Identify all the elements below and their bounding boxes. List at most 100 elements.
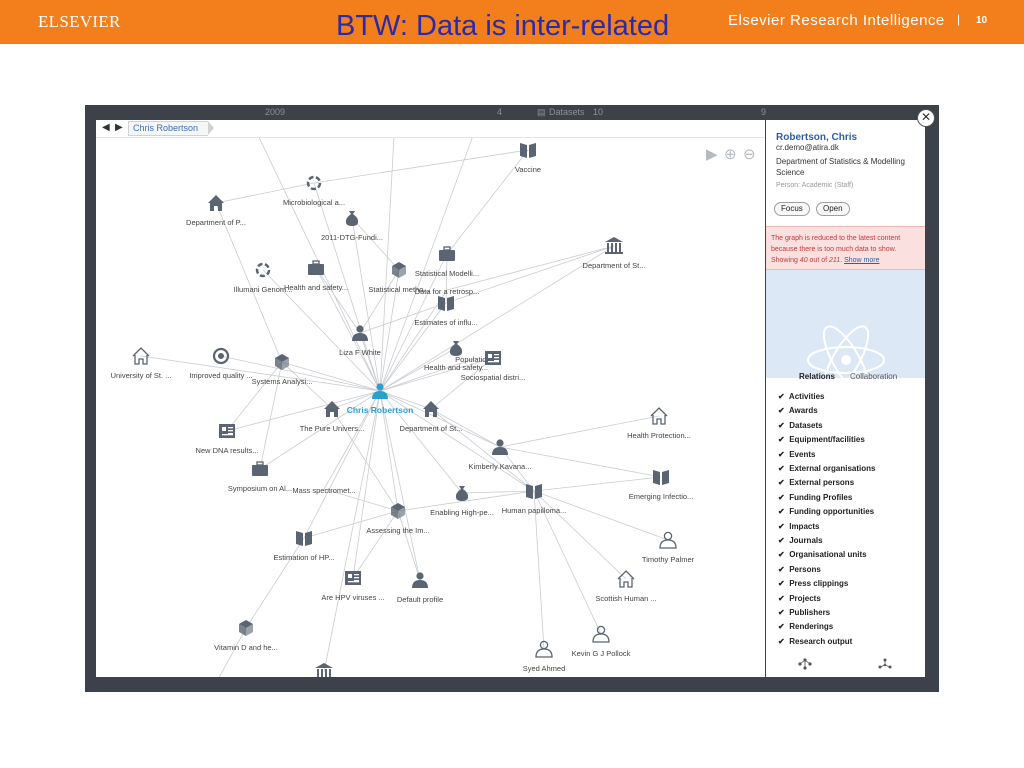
relation-checkbox[interactable]: ✔ Projects bbox=[778, 594, 821, 603]
slide-title: BTW: Data is inter-related bbox=[336, 10, 670, 42]
graph-node[interactable]: Assessing the Im... bbox=[366, 503, 430, 535]
relation-checkbox[interactable]: ✔ Impacts bbox=[778, 522, 819, 531]
close-panel-button[interactable]: ✕ bbox=[917, 109, 935, 127]
graph-node[interactable]: Mass spectromet... bbox=[292, 486, 355, 495]
relation-checkbox[interactable]: ✔ Persons bbox=[778, 565, 821, 574]
graph-node[interactable]: Vaccine bbox=[515, 143, 541, 174]
relation-tabs: Relations Collaboration bbox=[766, 372, 925, 384]
relation-checkbox[interactable]: ✔ Publishers bbox=[778, 608, 830, 617]
graph-node[interactable]: New DNA results... bbox=[196, 424, 259, 455]
graph-node[interactable]: Kevin G J Pollock bbox=[572, 625, 631, 658]
graph-node[interactable]: Health and safety... bbox=[424, 341, 488, 372]
relation-checkbox[interactable]: ✔ External organisations bbox=[778, 464, 875, 473]
node-label: Estimation of HP... bbox=[273, 553, 334, 562]
focus-button[interactable]: Focus bbox=[774, 202, 810, 216]
relation-checkbox[interactable]: ✔ Journals bbox=[778, 536, 823, 545]
graph-node[interactable]: Statistical Modelli... bbox=[415, 246, 479, 278]
graph-node[interactable]: The Pure Univers... bbox=[300, 401, 365, 433]
graph-node[interactable]: Vitamin D and he... bbox=[214, 620, 278, 652]
node-label: Health and safety... bbox=[424, 363, 488, 372]
node-label: Health and safety... bbox=[284, 283, 348, 292]
relation-checkbox[interactable]: ✔ Press clippings bbox=[778, 579, 848, 588]
graph-node[interactable]: Default profile bbox=[397, 572, 443, 604]
graph-node[interactable]: Syed Ahmed bbox=[523, 640, 566, 673]
graph-edge bbox=[379, 390, 535, 492]
graph-node[interactable]: Are HPV viruses ... bbox=[321, 571, 385, 602]
graph-node[interactable]: Estimates of influ... bbox=[414, 296, 478, 327]
graph-edge bbox=[379, 357, 494, 392]
graph-node[interactable] bbox=[315, 663, 333, 677]
nav-back-button[interactable]: ◀ bbox=[102, 122, 110, 133]
checkmark-icon: ✔ bbox=[778, 420, 785, 430]
graph-edge bbox=[430, 408, 535, 492]
graph-edge bbox=[331, 408, 399, 512]
breadcrumb-item[interactable]: Chris Robertson bbox=[128, 121, 215, 136]
graph-node[interactable]: Emerging Infectio... bbox=[629, 470, 694, 501]
relation-checkbox[interactable]: ✔ Funding opportunities bbox=[778, 507, 874, 516]
layout-network-icon[interactable] bbox=[878, 658, 892, 670]
graph-node[interactable]: 2011-DTG-Fundi... bbox=[321, 211, 383, 242]
node-label: 2011-DTG-Fundi... bbox=[321, 233, 383, 242]
node-label: Estimates of influ... bbox=[414, 318, 477, 327]
graph-node[interactable]: Human papilloma... bbox=[502, 484, 567, 515]
relation-checkbox[interactable]: ✔ Datasets bbox=[778, 421, 823, 430]
graph-edge bbox=[262, 269, 381, 392]
graph-node[interactable]: Statistical metho... bbox=[368, 262, 430, 294]
zoom-out-icon[interactable]: ⊖ bbox=[743, 146, 756, 163]
graph-edge bbox=[281, 361, 381, 392]
checkmark-icon: ✔ bbox=[778, 550, 785, 560]
graph-node[interactable]: Population h bbox=[455, 355, 497, 364]
graph-node[interactable]: Department of St... bbox=[583, 237, 646, 270]
graph-node[interactable]: Liza F White bbox=[339, 325, 381, 357]
timeline-strip: 2009 4 ▤ Datasets 10 9 bbox=[85, 105, 939, 120]
relation-checkbox[interactable]: ✔ Funding Profiles bbox=[778, 493, 852, 502]
graph-node[interactable]: Department of St... bbox=[400, 401, 463, 433]
briefcase-icon bbox=[252, 461, 268, 476]
relation-checkbox[interactable]: ✔ Research output bbox=[778, 637, 852, 646]
book-icon bbox=[653, 470, 669, 485]
node-label: Statistical Modelli... bbox=[415, 269, 479, 278]
person-name[interactable]: Robertson, Chris bbox=[776, 132, 858, 143]
graph-node[interactable]: Improved quality ... bbox=[189, 347, 253, 380]
graph-node[interactable]: Department of P... bbox=[186, 195, 246, 227]
graph-node[interactable]: Estimation of HP... bbox=[273, 531, 335, 562]
graph-node[interactable]: Health and safety... bbox=[284, 260, 348, 292]
graph-node[interactable]: Health Protection... bbox=[627, 407, 691, 440]
layout-tree-icon[interactable] bbox=[798, 658, 812, 670]
graph-node[interactable]: Data for a retrosp... bbox=[415, 287, 480, 296]
graph-node[interactable]: Symposium on Al... bbox=[228, 461, 292, 493]
graph-node[interactable]: Scottish Human ... bbox=[595, 570, 657, 603]
relation-checkbox[interactable]: ✔ Renderings bbox=[778, 622, 833, 631]
relation-checkbox[interactable]: ✔ Awards bbox=[778, 406, 818, 415]
show-more-link[interactable]: Show more bbox=[844, 257, 880, 264]
open-button[interactable]: Open bbox=[816, 202, 850, 216]
play-icon[interactable]: ▶ bbox=[706, 146, 718, 163]
graph-edge bbox=[379, 120, 396, 392]
graph-edge bbox=[430, 408, 501, 448]
graph-node[interactable]: Enabling High-pe... bbox=[430, 486, 494, 517]
relation-checkbox[interactable]: ✔ Equipment/facilities bbox=[778, 435, 865, 444]
graph-node[interactable]: Microbiological a... bbox=[283, 175, 345, 207]
relation-checkbox[interactable]: ✔ External persons bbox=[778, 478, 854, 487]
checkbox-label: Awards bbox=[787, 406, 818, 416]
graph-node[interactable]: Systems Analysi... bbox=[252, 354, 313, 386]
nav-forward-button[interactable]: ▶ bbox=[115, 122, 123, 133]
graph-node[interactable]: University of St. ... bbox=[111, 347, 172, 380]
graph-node[interactable]: Timothy Palmer bbox=[642, 531, 695, 564]
checkbox-label: Impacts bbox=[787, 521, 820, 531]
graph-node[interactable]: Kimberly Kavana... bbox=[469, 439, 532, 471]
graph-edge bbox=[533, 476, 662, 492]
tab-relations[interactable]: Relations bbox=[799, 372, 836, 381]
relation-checkbox[interactable]: ✔ Events bbox=[778, 450, 815, 459]
book-icon bbox=[438, 296, 454, 311]
checkmark-icon: ✔ bbox=[778, 536, 785, 545]
relation-checkbox[interactable]: ✔ Activities bbox=[778, 392, 825, 401]
relation-checkbox[interactable]: ✔ Organisational units bbox=[778, 550, 867, 559]
zoom-in-icon[interactable]: ⊕ bbox=[724, 146, 737, 163]
graph-node[interactable]: Sociospatial distri... bbox=[461, 351, 526, 382]
tab-collaboration[interactable]: Collaboration bbox=[850, 372, 898, 381]
graph-node[interactable]: Chris Robertson bbox=[347, 383, 414, 415]
graph-node[interactable]: Illumani Genom... bbox=[234, 262, 293, 294]
